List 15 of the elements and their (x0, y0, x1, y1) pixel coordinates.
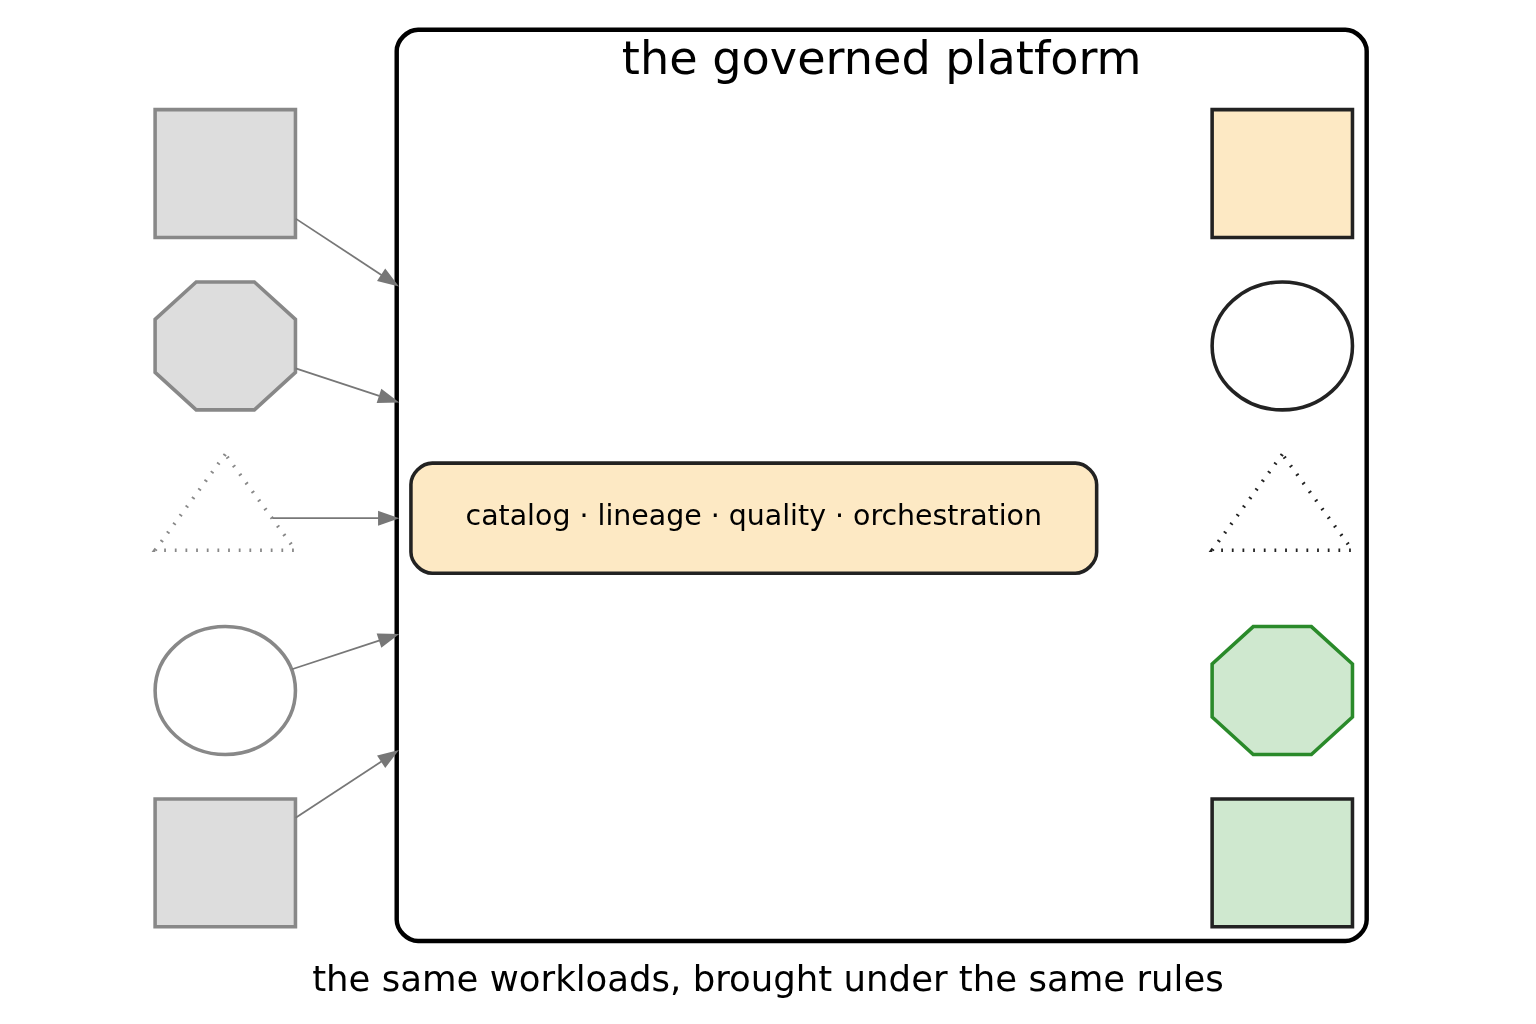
node-grid (153, 797, 298, 929)
node-loop (1210, 280, 1355, 412)
node-blob (1210, 624, 1355, 757)
node-grid (153, 107, 298, 240)
arrow (294, 367, 400, 403)
arrow (271, 510, 400, 526)
arrow (294, 217, 399, 287)
node-grid (1210, 107, 1355, 240)
caption: the same workloads, brought under the same rules (312, 957, 1224, 999)
arrow (291, 633, 400, 671)
node-loop (153, 624, 298, 757)
node-box: catalog · lineage · quality · orchestration (409, 461, 1099, 576)
node-blob (153, 280, 298, 412)
node-grid (1210, 797, 1355, 929)
arrow (294, 750, 399, 819)
